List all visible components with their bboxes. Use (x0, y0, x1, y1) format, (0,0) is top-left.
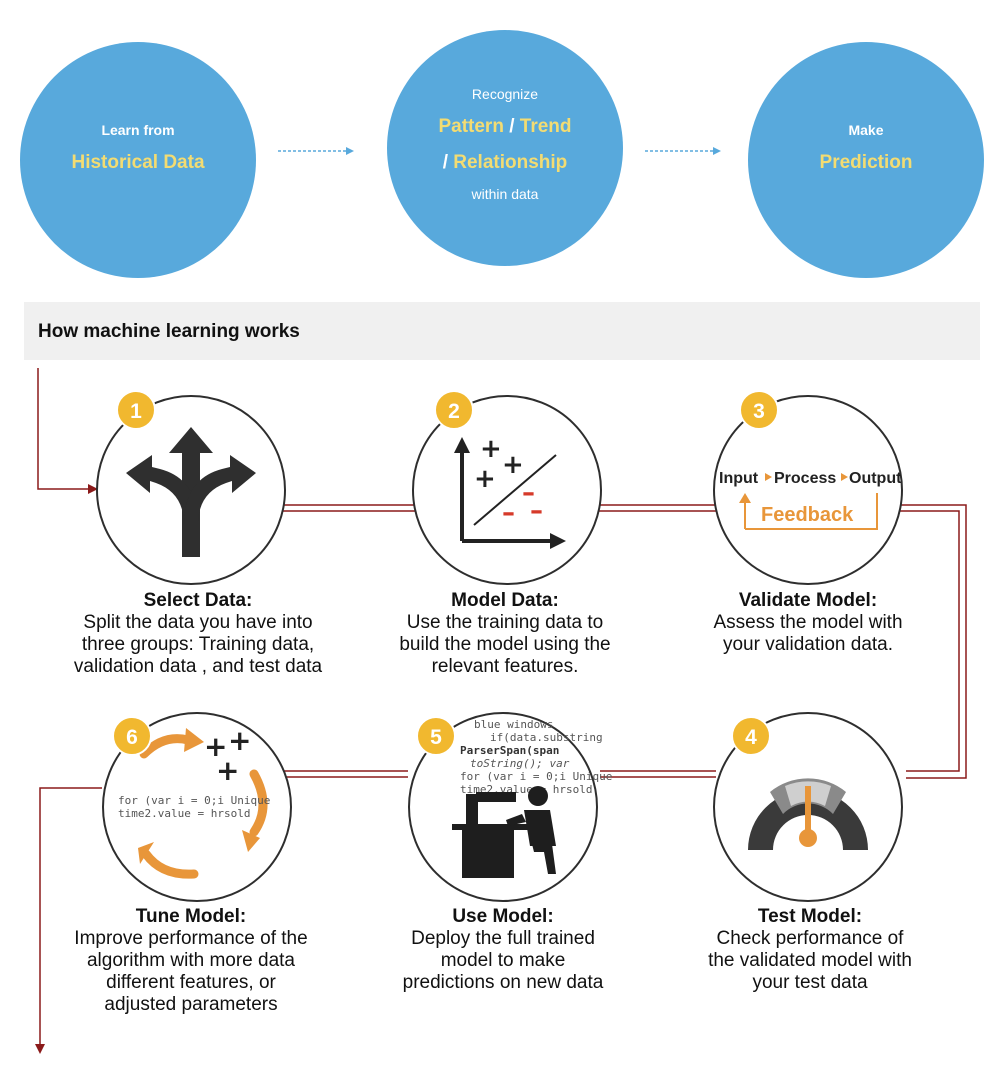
code-line: if(data.substring (490, 731, 603, 744)
code-line: toString(); var (470, 757, 570, 770)
flow-post-text: within data (471, 186, 539, 202)
input-process-output-icon: Input Process Output Feedback (719, 470, 902, 530)
branching-arrows-icon (126, 427, 256, 557)
step-6-badge: 6 (112, 716, 152, 756)
step-4-text: Test Model: Check performance of the val… (660, 906, 960, 994)
step-desc-line: Assess the model with (713, 612, 903, 633)
code-line: time2.value = hrsold (118, 807, 251, 820)
step-title: Use Model: (452, 906, 554, 927)
flow-pattern-line: Pattern / Trend (387, 116, 623, 138)
step-desc-line: Deploy the full trained (411, 928, 595, 949)
step-title: Validate Model: (738, 590, 878, 611)
step-6-circle: + + + for (var i = 0;i Unique time2.valu… (102, 712, 292, 902)
plus-mark: + (204, 730, 227, 763)
step-title: Model Data: (451, 590, 559, 611)
flow-main-text: Historical Data (71, 152, 205, 173)
dashed-arrow-icon (278, 147, 354, 155)
process-label: Process (774, 470, 836, 487)
refresh-cycle-icon: + + + (138, 724, 268, 879)
flow-pattern: Pattern (438, 116, 504, 137)
step-5-badge: 5 (416, 716, 456, 756)
section-banner: How machine learning works (24, 302, 980, 360)
flow-pre-text: Learn from (101, 122, 175, 138)
scatter-plot-icon: + + + – – – (454, 434, 566, 549)
flow-separator: / (442, 152, 448, 173)
flow-circle-historical-data: Learn from Historical Data (20, 42, 256, 278)
step-desc-line: your test data (752, 972, 868, 993)
step-desc-line: Improve performance of the (74, 928, 308, 949)
step-4-badge: 4 (731, 716, 771, 756)
flow-relationship: Relationship (453, 152, 568, 173)
step-desc-line: predictions on new data (402, 972, 604, 993)
step-desc-line: your validation data. (722, 634, 894, 655)
code-line: blue windows (474, 718, 554, 731)
step-desc-line: relevant features. (431, 656, 579, 677)
minus-mark: – (522, 478, 535, 508)
step-desc-line: Check performance of (716, 928, 904, 949)
plus-mark: + (228, 724, 251, 757)
code-line: for (var i = 0;i Unique (118, 794, 271, 807)
person-at-desk-icon (452, 786, 556, 878)
step-desc-line: build the model using the (399, 634, 611, 655)
flow-separator: / (509, 116, 515, 137)
step-desc-line: Use the training data to (406, 612, 604, 633)
banner-title: How machine learning works (38, 321, 300, 342)
step-desc-line: model to make (440, 950, 566, 971)
step-desc-line: adjusted parameters (104, 994, 278, 1015)
step-desc-line: the validated model with (708, 950, 912, 971)
minus-mark: – (530, 496, 543, 526)
step-desc-line: three groups: Training data, (81, 634, 315, 655)
code-line: ParserSpan(span (460, 744, 560, 757)
step-1-badge: 1 (116, 390, 156, 430)
output-label: Output (849, 470, 901, 487)
plus-mark: + (502, 450, 524, 480)
flow-circle-recognize-pattern: Recognize Pattern / Trend / Relationship… (387, 30, 623, 266)
speedometer-icon (748, 778, 868, 850)
flow-circle-prediction: Make Prediction (748, 42, 984, 278)
step-2-text: Model Data: Use the training data to bui… (355, 590, 655, 678)
step-title: Test Model: (757, 906, 863, 927)
flow-pre-text: Recognize (471, 86, 539, 102)
plus-mark: + (474, 464, 496, 494)
step-6-text: Tune Model: Improve performance of the a… (41, 906, 341, 1016)
minus-mark: – (502, 498, 515, 528)
code-line: for (var i = 0;i Unique (460, 770, 613, 783)
flow-relationship-line: / Relationship (387, 152, 623, 174)
step-title: Tune Model: (135, 906, 247, 927)
step-3-text: Validate Model: Assess the model with yo… (658, 590, 958, 656)
plus-mark: + (480, 434, 502, 464)
step-desc-line: different features, or (106, 972, 276, 993)
step-5-text: Use Model: Deploy the full trained model… (353, 906, 653, 994)
flow-main-text: Prediction (819, 152, 913, 173)
step-desc-line: Split the data you have into (83, 612, 313, 633)
flow-trend: Trend (519, 116, 572, 137)
step-3-badge: 3 (739, 390, 779, 430)
input-label: Input (719, 470, 759, 487)
step-desc-line: validation data , and test data (73, 656, 323, 677)
step-title: Select Data: (143, 590, 253, 611)
flow-pre-text: Make (848, 122, 884, 138)
step-desc-line: algorithm with more data (86, 950, 296, 971)
step-2-badge: 2 (434, 390, 474, 430)
feedback-label: Feedback (761, 504, 854, 526)
code-snippet: for (var i = 0;i Unique time2.value = hr… (118, 794, 270, 820)
step-1-text: Select Data: Split the data you have int… (48, 590, 348, 678)
dashed-arrow-icon (645, 147, 721, 155)
step-3-circle: Input Process Output Feedback (713, 395, 903, 585)
plus-mark: + (216, 754, 239, 787)
